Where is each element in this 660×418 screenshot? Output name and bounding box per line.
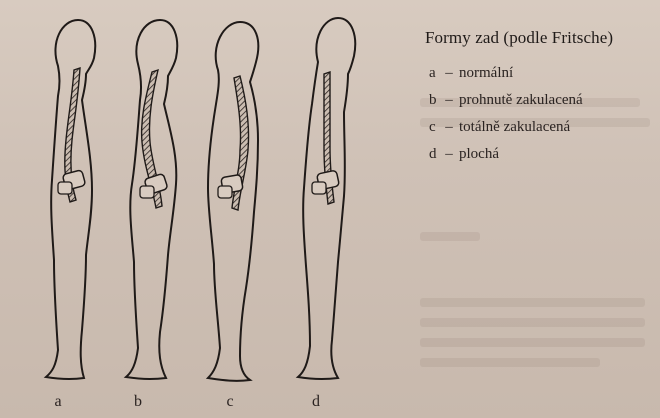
figure-label-c: c — [220, 393, 240, 411]
legend: Formy zad (podle Fritsche) a–normální b–… — [423, 28, 659, 173]
legend-key: a — [429, 65, 439, 82]
figure-a — [46, 20, 95, 379]
legend-dash: – — [439, 119, 459, 136]
figure-label-b: b — [128, 393, 148, 411]
legend-item-b: b–prohnutě zakulacená — [429, 92, 659, 113]
figure-d — [298, 18, 355, 379]
figure-label-a: a — [48, 393, 68, 411]
legend-text: plochá — [459, 146, 499, 162]
legend-text: normální — [459, 65, 513, 81]
figure-c — [208, 22, 258, 381]
legend-dash: – — [439, 65, 459, 82]
legend-key: b — [429, 92, 439, 109]
legend-dash: – — [439, 146, 459, 163]
legend-title: Formy zad (podle Fritsche) — [425, 28, 659, 48]
legend-item-a: a–normální — [429, 65, 659, 86]
legend-key: d — [429, 146, 439, 163]
legend-text: totálně zakulacená — [459, 119, 570, 135]
legend-dash: – — [439, 92, 459, 109]
figure-b — [126, 20, 177, 379]
legend-item-d: d–plochá — [429, 146, 659, 167]
figure-label-d: d — [306, 393, 326, 411]
legend-item-c: c–totálně zakulacená — [429, 119, 659, 140]
legend-text: prohnutě zakulacená — [459, 92, 583, 108]
legend-key: c — [429, 119, 439, 136]
